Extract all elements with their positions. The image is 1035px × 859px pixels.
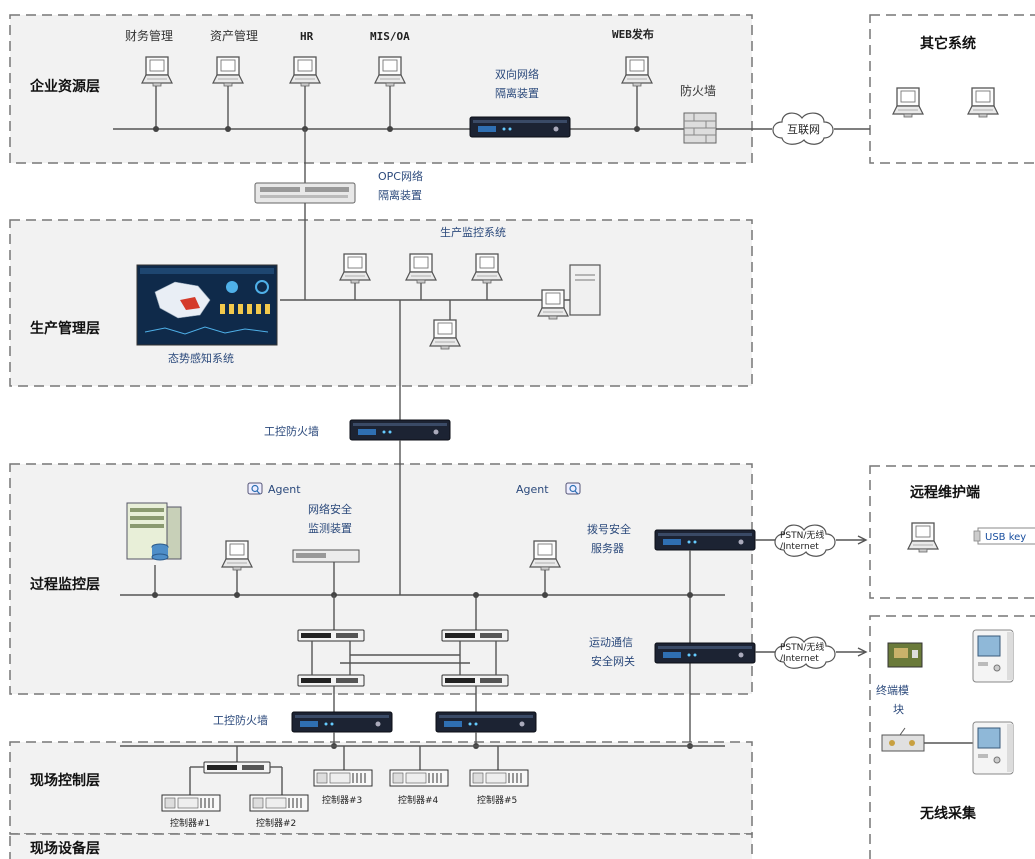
- pc-asset: 资产管理: [210, 28, 258, 132]
- mobile-label-1: 运动通信: [589, 636, 633, 649]
- isolation-label-2: 隔离装置: [495, 86, 539, 100]
- ics-firewall-label-bottom: 工控防火墙: [213, 713, 268, 727]
- pc-agent-left: [221, 540, 253, 571]
- controller-2: 控制器#2: [249, 794, 309, 829]
- ics-firewall-device-left: [291, 711, 393, 733]
- zone-field-control-title: 现场控制层: [30, 772, 100, 789]
- zone-enterprise-title: 企业资源层: [29, 78, 100, 95]
- zone-production-title: 生产管理层: [30, 320, 100, 337]
- production-monitor-label: 生产监控系统: [440, 225, 506, 239]
- switch-left-top: [297, 629, 365, 642]
- ics-firewall-device-right: [435, 711, 537, 733]
- pstn-wireless-1: PSTN/无线: [780, 641, 824, 653]
- pstn-remote-1: PSTN/无线: [780, 529, 824, 541]
- switch-right-top: [441, 629, 509, 642]
- zone-other-title: 其它系统: [920, 35, 976, 52]
- agent-badge-left: Agent: [247, 482, 301, 496]
- firewall-label: 防火墙: [680, 83, 716, 98]
- controller-5: 控制器#5: [469, 769, 529, 806]
- pc-remote: [907, 522, 939, 553]
- internet-cloud: 互联网: [772, 112, 834, 145]
- usb-key: USB key: [973, 527, 1035, 545]
- zone-field-device: [9, 833, 753, 859]
- mobile-security-gateway: 运动通信 安全网关: [589, 636, 756, 668]
- field-switch: [203, 761, 271, 774]
- zone-process: [9, 463, 753, 695]
- usb-key-label: USB key: [985, 532, 1026, 543]
- pc-mis: MIS/OA: [370, 30, 410, 132]
- mobile-label-2: 安全网关: [591, 654, 635, 668]
- zone-wireless-title: 无线采集: [919, 805, 977, 822]
- terminal-module: 终端模 块: [876, 642, 923, 716]
- opc-isolation-device: OPC网络 隔离装置: [254, 169, 423, 204]
- pc-monitor-3: [471, 253, 503, 284]
- controller-4: 控制器#4: [389, 769, 449, 806]
- agent-badge-right: Agent: [516, 482, 581, 496]
- controller-5-label: 控制器#5: [477, 794, 517, 806]
- firewall-icon: 防火墙: [680, 83, 717, 144]
- pc-other-1: [892, 87, 924, 118]
- network-monitor-device: 网络安全 监测装置: [292, 502, 360, 563]
- terminal-module-label-1: 终端模: [876, 683, 909, 697]
- dial-label-2: 服务器: [591, 542, 624, 555]
- zone-production: [9, 219, 753, 387]
- zone-field-device-title: 现场设备层: [30, 840, 100, 857]
- opc-label-2: 隔离装置: [378, 188, 422, 202]
- pc-other-2: [967, 87, 999, 118]
- ics-firewall-device-top: [349, 419, 451, 441]
- pstn-cloud-wireless: PSTN/无线 /Internet: [774, 636, 836, 669]
- pstn-cloud-remote: PSTN/无线 /Internet: [774, 524, 836, 557]
- pc-monitor-2: [405, 253, 437, 284]
- controller-4-label: 控制器#4: [398, 794, 439, 806]
- zone-remote-title: 远程维护端: [910, 484, 980, 501]
- terminal-module-label-2: 块: [893, 703, 904, 716]
- pc-finance-label: 财务管理: [125, 28, 173, 43]
- pc-agent-right: [529, 540, 561, 571]
- isolation-label-1: 双向网络: [495, 67, 539, 81]
- agent-label-left: Agent: [268, 483, 301, 496]
- situation-awareness-screen: 态势感知系统: [136, 264, 278, 365]
- dial-label-1: 拨号安全: [587, 522, 631, 536]
- ics-firewall-label-top: 工控防火墙: [264, 424, 319, 438]
- situation-label: 态势感知系统: [168, 351, 234, 365]
- workstation-tower: [537, 264, 601, 320]
- controller-3-label: 控制器#3: [322, 794, 362, 806]
- zone-field-control: [9, 741, 753, 835]
- bidirectional-isolation-device: 双向网络 隔离装置: [469, 67, 571, 138]
- pc-monitor-1: [339, 253, 371, 284]
- controller-2-label: 控制器#2: [256, 817, 296, 829]
- zone-enterprise: [9, 14, 753, 164]
- controller-1-label: 控制器#1: [170, 817, 210, 829]
- opc-label-1: OPC网络: [378, 169, 423, 183]
- switch-right-bottom: [441, 674, 509, 687]
- pc-web: WEB发布: [612, 27, 654, 132]
- internet-label: 互联网: [787, 123, 820, 136]
- pc-finance: 财务管理: [125, 28, 173, 132]
- dial-security-server: 拨号安全 服务器: [587, 522, 756, 555]
- controller-1: 控制器#1: [161, 794, 221, 829]
- switch-left-bottom: [297, 674, 365, 687]
- pstn-wireless-2: /Internet: [780, 654, 819, 664]
- server-tower: [126, 502, 182, 561]
- pc-hr-label: HR: [300, 30, 314, 43]
- netmon-label-1: 网络安全: [308, 502, 352, 516]
- pc-monitor-4: [429, 319, 461, 350]
- wireless-antenna-device: [881, 727, 925, 752]
- pstn-remote-2: /Internet: [780, 542, 819, 552]
- pc-asset-label: 资产管理: [210, 28, 258, 43]
- zone-process-title: 过程监控层: [30, 576, 100, 593]
- netmon-label-2: 监测装置: [308, 522, 352, 535]
- controller-3: 控制器#3: [313, 769, 373, 806]
- wireless-device-box-1: [972, 629, 1014, 683]
- pc-web-label: WEB发布: [612, 27, 654, 41]
- wireless-device-box-2: [972, 721, 1014, 775]
- pc-mis-label: MIS/OA: [370, 30, 410, 43]
- agent-label-right: Agent: [516, 483, 549, 496]
